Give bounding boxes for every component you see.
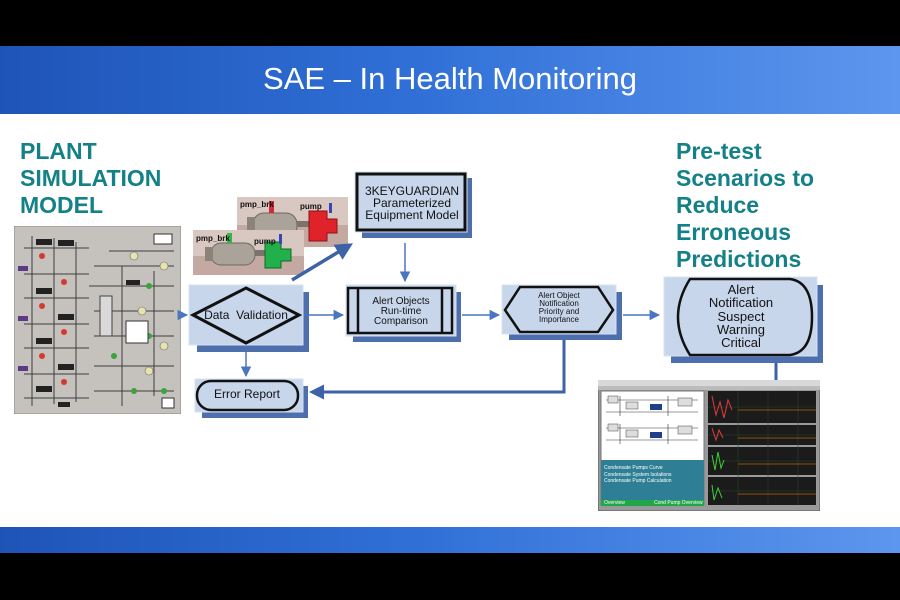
guardian-label: 3KEYGUARDIAN Parameterized Equipment Mod…	[357, 185, 467, 222]
left-heading: PLANT SIMULATION MODEL	[20, 138, 161, 219]
error-report-rounded	[195, 379, 300, 412]
notification-line: Importance	[538, 315, 580, 325]
notification-line: Notification	[539, 299, 579, 309]
right-heading-line: Scenarios to	[676, 165, 815, 191]
data-validation-box	[188, 284, 304, 346]
notification-box	[501, 284, 617, 335]
monitor-legend-item: Condensate Pumps Curve	[604, 465, 663, 471]
pump-label-pump-top: pump	[300, 202, 322, 211]
data-validation-diamond	[189, 286, 303, 345]
alert-levels-line: Notification	[708, 295, 774, 311]
alert-levels-label: Alert Notification Suspect Warning Criti…	[676, 282, 806, 350]
pump-label-brk-top: pmp_brk	[240, 200, 274, 209]
left-heading-line: PLANT	[20, 138, 97, 164]
guardian-box	[354, 171, 468, 233]
alert-levels-shape	[676, 277, 814, 357]
arrow-notification-to-error	[309, 340, 566, 400]
comparison-line: Run-time	[380, 306, 422, 318]
guardian-inner-frame	[355, 172, 467, 232]
left-heading-line: SIMULATION	[20, 165, 162, 191]
notification-line: Alert Object	[538, 291, 580, 300]
monitor-tab-cond-pump[interactable]: Cond Pump Overview	[654, 500, 703, 506]
slide-title: SAE – In Health Monitoring	[263, 61, 637, 96]
monitor-tab-overview[interactable]: Overview	[604, 500, 625, 506]
monitor-screenshot	[598, 380, 820, 511]
notification-line: Priority and	[538, 307, 580, 317]
comparison-inner-frame	[346, 286, 454, 335]
notification-label: Alert Object Notification Priority and I…	[504, 291, 614, 325]
comparison-line: Comparison	[374, 316, 428, 328]
notification-hexagon	[503, 285, 615, 334]
monitor-legend-item: Condensate Pump Calculation	[604, 478, 672, 484]
right-heading-line: Pre-test	[676, 138, 762, 164]
monitor-legend: Condensate Pumps Curve Condensate System…	[604, 465, 672, 485]
comparison-line: Alert Objects	[372, 296, 430, 307]
footer-bar	[0, 527, 900, 553]
right-heading-line: Erroneous	[676, 219, 792, 245]
arrow-pump-to-guardian	[291, 243, 353, 282]
alert-levels-line: Warning	[717, 321, 765, 337]
data-validation-label: Data Validation	[204, 308, 288, 322]
title-bar	[0, 46, 900, 114]
monitor-legend-item: Condensate System Isolations	[604, 471, 672, 478]
comparison-label: Alert Objects Run-time Comparison	[346, 296, 456, 328]
alert-levels-line: Suspect	[717, 308, 765, 324]
alert-levels-box	[663, 276, 818, 357]
alert-levels-line: Critical	[721, 335, 761, 350]
left-heading-line: MODEL	[20, 192, 104, 218]
alert-levels-line: Alert	[727, 282, 755, 297]
guardian-line: 3KEYGUARDIAN	[364, 184, 460, 198]
plant-schematic	[14, 226, 181, 414]
error-report-label: Error Report	[213, 387, 281, 401]
guardian-line: Parameterized	[372, 196, 452, 211]
right-heading-line: Predictions	[676, 246, 802, 272]
pump-label-brk-bottom: pmp_brk	[196, 234, 230, 243]
pump-label-pump-bottom: pump	[254, 237, 276, 246]
error-report-box	[194, 378, 304, 413]
right-heading: Pre-test Scenarios to Reduce Erroneous P…	[676, 138, 814, 273]
right-heading-line: Reduce	[676, 192, 760, 218]
guardian-line: Equipment Model	[365, 208, 459, 223]
pump-image-green	[193, 230, 304, 275]
comparison-box	[345, 284, 457, 337]
